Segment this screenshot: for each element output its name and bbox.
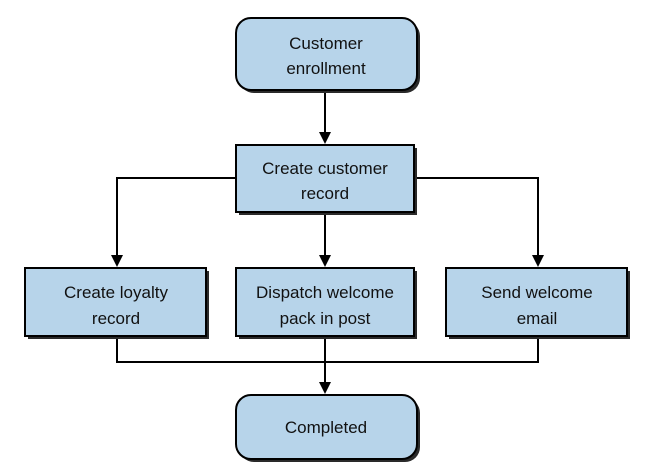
arrowhead-completed	[319, 382, 331, 394]
node-completed: Completed	[235, 394, 420, 462]
node-label-line1: Create loyalty	[64, 283, 168, 302]
node-dispatch-welcome-pack: Dispatch welcome pack in post	[235, 267, 417, 339]
arrowhead-loyalty	[111, 255, 123, 267]
connector-merge-bar	[116, 339, 539, 363]
node-label-line2: record	[92, 309, 140, 328]
node-label-line2: enrollment	[286, 59, 366, 78]
node-send-welcome-email: Send welcome email	[445, 267, 630, 339]
node-label: Completed	[285, 418, 367, 437]
node-customer-enrollment: Customer enrollment	[235, 17, 420, 93]
arrowhead-dispatch	[319, 255, 331, 267]
node-label-line2: record	[301, 184, 349, 203]
connectors	[111, 90, 544, 394]
node-label-line2: email	[517, 309, 558, 328]
node-label-line1: Create customer	[262, 159, 388, 178]
node-label-line1: Send welcome	[481, 283, 593, 302]
connector-customer-record-to-loyalty	[116, 177, 236, 256]
node-box	[445, 267, 628, 337]
node-box	[235, 144, 415, 213]
node-label-line1: Customer	[289, 34, 363, 53]
arrowhead-email	[532, 255, 544, 267]
arrowhead-customer-record	[319, 132, 331, 144]
node-box	[235, 394, 418, 460]
node-create-customer-record: Create customer record	[235, 144, 417, 215]
node-box	[24, 267, 207, 337]
connector-customer-record-to-email	[414, 177, 539, 256]
node-box	[235, 267, 415, 337]
node-label-line2: pack in post	[280, 309, 371, 328]
node-label-line1: Dispatch welcome	[256, 283, 394, 302]
node-box	[235, 17, 418, 91]
node-create-loyalty-record: Create loyalty record	[24, 267, 209, 339]
